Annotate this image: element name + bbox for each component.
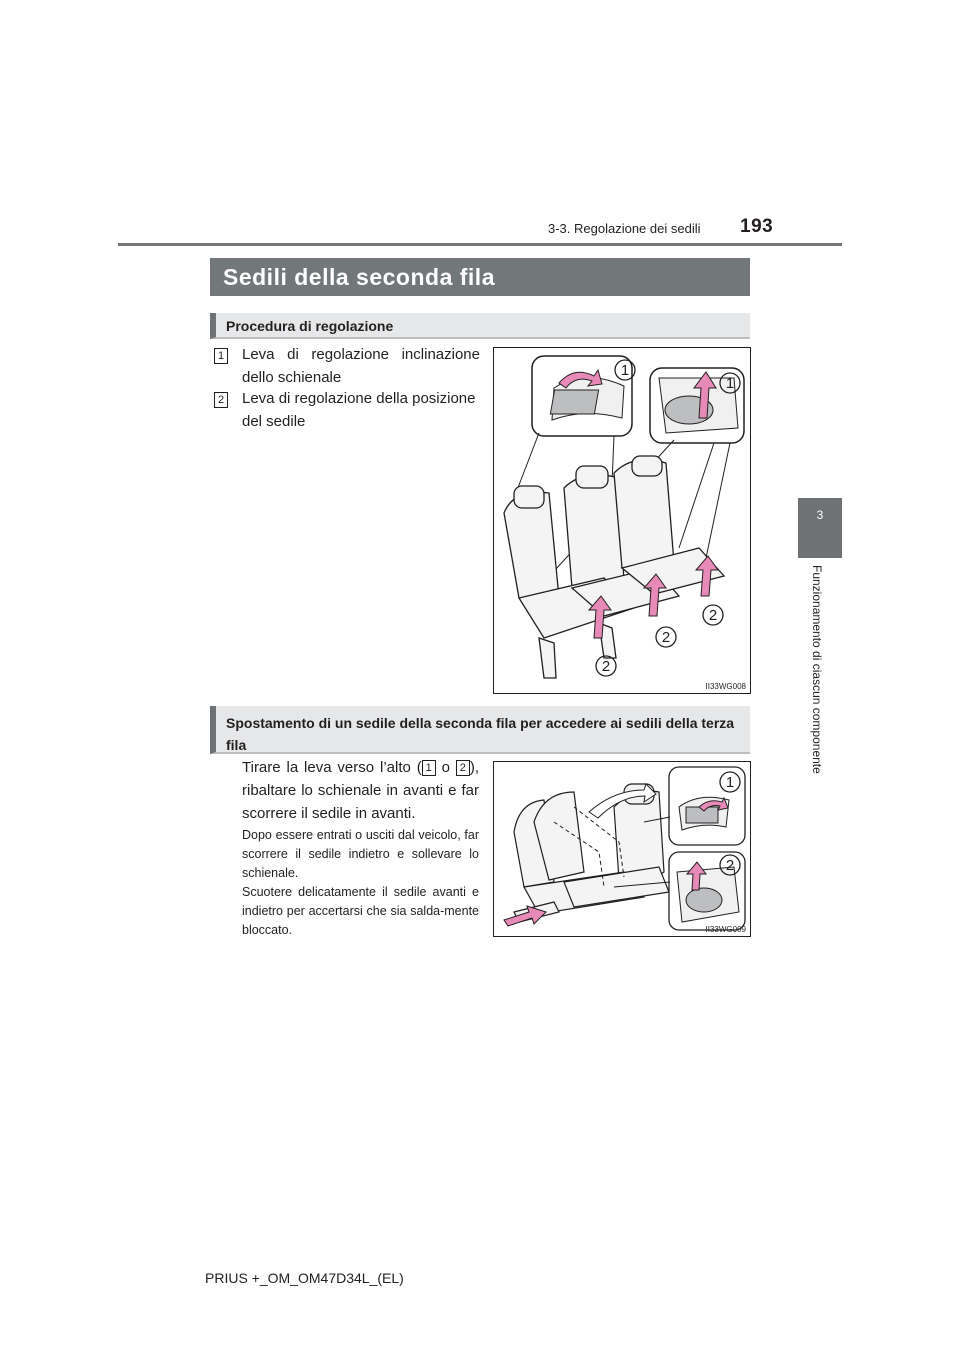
seat-adjustment-drawing: 1 1 2 2 2 bbox=[503, 355, 745, 679]
figure-code: II33WG008 bbox=[705, 682, 746, 691]
seat-adjustment-illustration: 1 1 2 2 2 II33WG008 bbox=[493, 347, 751, 694]
document-code: PRIUS +_OM_OM47D34L_(EL) bbox=[205, 1270, 404, 1286]
section-reference: 3-3. Regolazione dei sedili bbox=[548, 221, 701, 236]
inline-number-badge: 1 bbox=[421, 760, 436, 776]
item-text-line1: Leva di regolazione della posizione bbox=[242, 390, 476, 407]
header-rule bbox=[118, 243, 842, 246]
item-number-badge: 1 bbox=[214, 348, 228, 364]
body-text-part2: o bbox=[435, 759, 456, 776]
body-text-part1: Tirare la leva verso l’alto ( bbox=[242, 759, 422, 776]
note-paragraph: Dopo essere entrati o usciti dal veicolo… bbox=[242, 826, 479, 940]
figure1-label-1b: 1 bbox=[726, 375, 734, 392]
seat-fold-drawing: 1 2 bbox=[503, 766, 746, 931]
instruction-paragraph: Tirare la leva verso l’alto (1 o 2), rib… bbox=[242, 756, 479, 825]
figure2-label-2: 2 bbox=[726, 857, 734, 874]
item-text-line2: del sedile bbox=[242, 413, 306, 430]
seat-fold-illustration: 1 2 II33WG009 bbox=[493, 761, 751, 937]
note-line: Scuotere delicatamente il sedile avanti … bbox=[242, 885, 479, 937]
item-text-line1: Leva di regolazione inclinazione bbox=[242, 346, 480, 363]
figure1-label-2a: 2 bbox=[709, 607, 717, 624]
page-number: 193 bbox=[740, 216, 774, 237]
figure1-label-2b: 2 bbox=[662, 629, 670, 646]
body-text-part3: ), ribaltare lo schienale in avanti e fa… bbox=[242, 759, 479, 822]
figure1-label-2c: 2 bbox=[602, 658, 610, 675]
section-heading-third-row-access: Spostamento di un sedile della seconda f… bbox=[210, 706, 750, 754]
chapter-tab bbox=[798, 498, 842, 558]
item-number-badge: 2 bbox=[214, 392, 228, 408]
page-title: Sedili della seconda fila bbox=[210, 258, 750, 296]
chapter-tab-label: Funzionamento di ciascun componente bbox=[810, 565, 824, 774]
item-text-line2: dello schienale bbox=[242, 369, 342, 386]
figure-code: II33WG009 bbox=[705, 925, 746, 934]
note-line: Dopo essere entrati o usciti dal veicolo… bbox=[242, 828, 479, 880]
chapter-tab-number: 3 bbox=[816, 508, 824, 522]
inline-number-badge: 2 bbox=[455, 760, 470, 776]
figure2-label-1: 1 bbox=[726, 774, 734, 791]
figure1-label-1a: 1 bbox=[621, 362, 629, 379]
section-heading-procedure: Procedura di regolazione bbox=[210, 313, 750, 339]
